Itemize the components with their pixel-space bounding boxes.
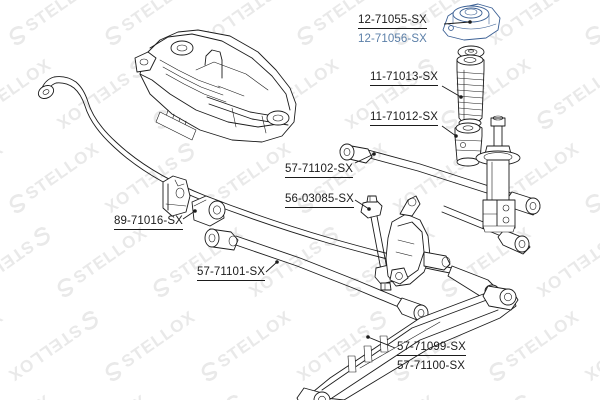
part-label-stabilizer-link[interactable]: 56-03085-SX [285,193,354,208]
part-label-strut-mount-upper[interactable]: 12-71055-SX [358,14,427,29]
part-label-bump-stop[interactable]: 11-71012-SX [370,111,439,126]
part-label-trailing-arm[interactable]: 57-71101-SX [197,266,266,281]
part-label-stabilizer-bushing[interactable]: 89-71016-SX [114,215,183,230]
part-label-control-arm-upper[interactable]: 57-71099-SX [397,341,466,356]
part-label-control-arm-lower[interactable]: 57-71100-SX [397,360,466,372]
part-label-dust-boot[interactable]: 11-71013-SX [370,71,439,86]
part-label-lateral-rod[interactable]: 57-71102-SX [285,163,354,178]
part-label-strut-mount-lower[interactable]: 12-71056-SX [358,33,427,45]
